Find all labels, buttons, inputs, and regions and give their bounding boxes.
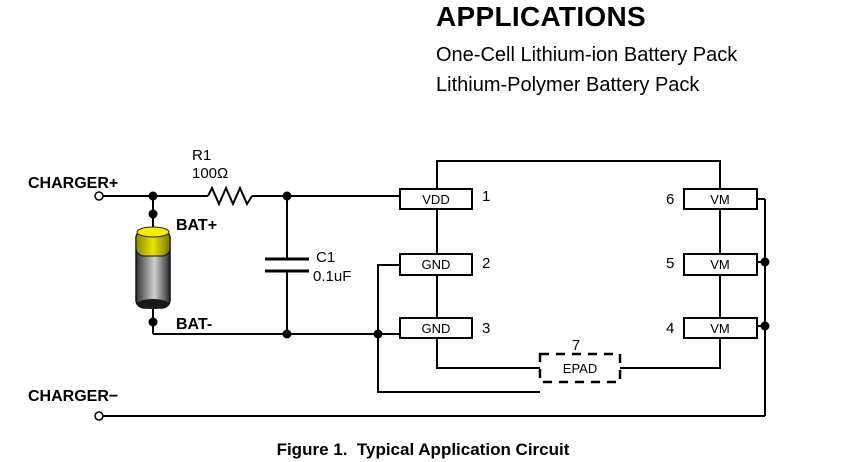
pin-number-6: 6 [666,191,674,208]
bat-plus-label: BAT+ [176,217,217,234]
capacitor-c1-symbol [265,257,309,273]
pin-box-gnd-3 [399,317,473,339]
resistor-r1-symbol [207,185,253,207]
resistor-ref-label: R1 [192,147,211,164]
pin-box-vdd [399,188,473,210]
figure-caption: Figure 1. Typical Application Circuit [276,440,570,459]
battery-cell [135,226,171,309]
pin-number-5: 5 [666,255,674,272]
resistor-value-label: 100Ω [192,165,228,182]
terminal-charger-plus [94,191,104,201]
wire [377,264,540,393]
charger-plus-label: CHARGER+ [28,175,118,192]
pin-name-3: GND [422,321,451,336]
pin-name-4: VM [710,321,730,336]
pin-box-vm-4 [683,317,758,339]
capacitor-ref-label: C1 [316,249,335,266]
pin-name-2: GND [422,257,451,272]
pin-name-5: VM [710,257,730,272]
junction-dots [148,191,770,339]
pin-name-6: VM [710,192,730,207]
pin-box-vm-5 [683,253,758,276]
wire [620,337,721,369]
capacitor-value-label: 0.1uF [313,268,351,285]
pin-box-vm-6 [683,188,758,210]
terminal-charger-minus [94,411,104,421]
pin-number-2: 2 [482,255,490,272]
application-item: Lithium-Polymer Battery Pack [436,74,700,96]
circuit-diagram: CHARGER+ CHARGER− BAT+ BAT- R1 100Ω C1 0… [28,147,770,421]
pin-name-7: EPAD [563,361,597,376]
application-item: One-Cell Lithium-ion Battery Pack [436,44,738,66]
pin-name-1: VDD [422,192,449,207]
applications-heading: APPLICATIONS [436,1,646,32]
pin-number-3: 3 [482,320,490,337]
epad-box [538,352,622,384]
bat-minus-label: BAT- [176,316,212,333]
pin-number-7: 7 [572,337,580,354]
ic-pin-boxes [399,188,758,339]
wire [436,337,540,369]
charger-minus-label: CHARGER− [28,388,118,405]
pin-box-gnd-2 [399,253,473,276]
pin-number-4: 4 [666,320,674,337]
pin-number-1: 1 [482,188,490,205]
wire [436,160,721,190]
